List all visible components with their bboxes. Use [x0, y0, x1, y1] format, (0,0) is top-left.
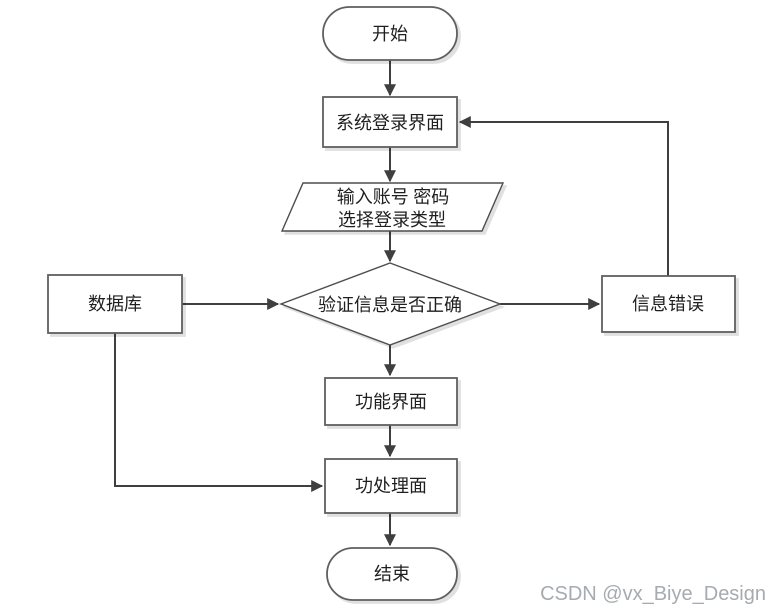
function-process-shape: [324, 377, 458, 426]
login-process-shape: [322, 96, 458, 148]
flowchart-node-input: 输入账号 密码 选择登录类型: [280, 182, 505, 232]
end-terminator-shape: [326, 547, 458, 601]
flowchart-node-start: 开始: [322, 6, 458, 61]
error-label: 信息错误: [632, 294, 704, 314]
flowchart-node-decision: 验证信息是否正确: [279, 262, 503, 346]
handler-process-shape: [324, 458, 458, 514]
start-label: 开始: [372, 24, 408, 44]
flowchart-nodes: 开始 系统登录界面 输入账号 密码 选择登录类型 验证信息是否正确 数据库: [47, 6, 736, 601]
end-label: 结束: [374, 564, 410, 584]
input-label-line1: 输入账号 密码: [337, 187, 450, 207]
handler-label: 功处理面: [355, 476, 427, 496]
input-io-parallelogram-shape: [280, 182, 505, 232]
csdn-watermark: CSDN @vx_Biye_Design: [540, 583, 766, 605]
flowchart-node-end: 结束: [326, 547, 458, 601]
flowchart-node-database: 数据库: [47, 274, 183, 334]
decision-label: 验证信息是否正确: [318, 295, 462, 315]
flowchart-node-handler: 功处理面: [324, 458, 458, 514]
flowchart-edges: [114, 60, 669, 547]
login-label: 系统登录界面: [336, 113, 444, 133]
edge-error-to-login-loop: [458, 116, 669, 276]
database-label: 数据库: [88, 294, 142, 314]
function-label: 功能界面: [355, 392, 427, 412]
decision-diamond-shape: [279, 262, 503, 346]
flowchart-node-error: 信息错误: [601, 275, 736, 333]
flowchart-node-function: 功能界面: [324, 377, 458, 426]
input-label-line2: 选择登录类型: [338, 210, 446, 230]
edge-database-to-handler: [114, 333, 324, 492]
start-terminator-shape: [322, 6, 458, 61]
flowchart-node-login: 系统登录界面: [322, 96, 458, 148]
error-process-shape: [601, 275, 736, 333]
database-process-shape: [47, 274, 183, 334]
